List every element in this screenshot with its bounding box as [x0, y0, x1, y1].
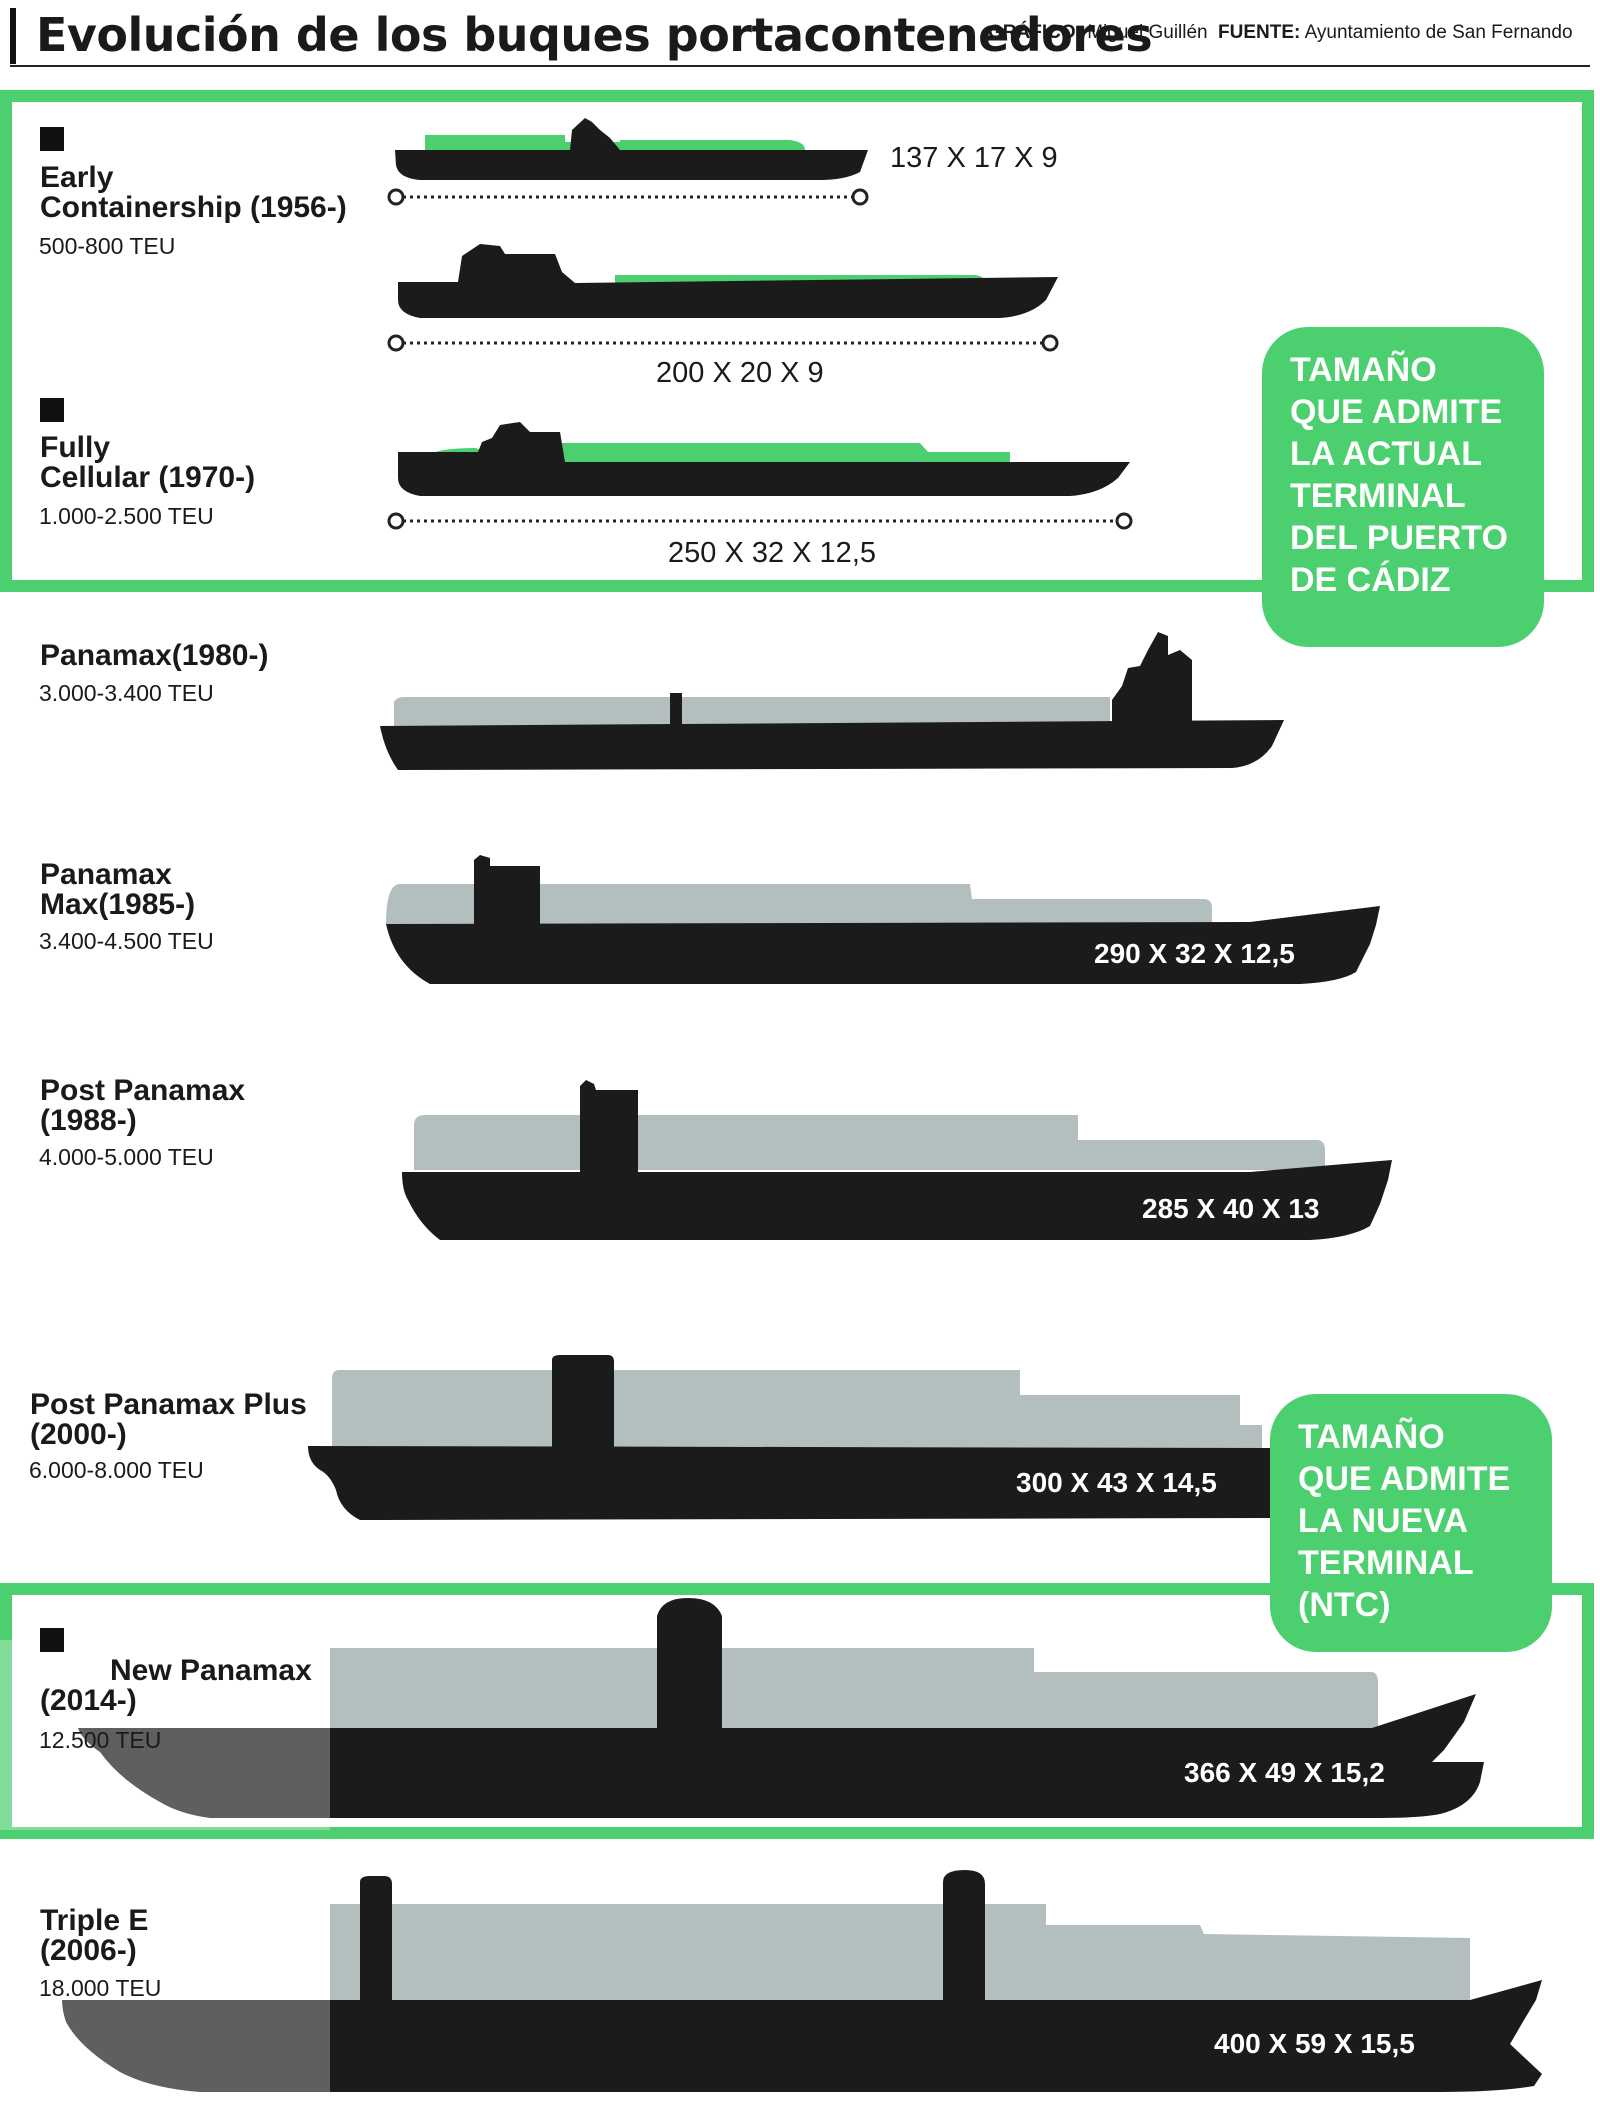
length-end-left: [387, 188, 405, 206]
ship-panamax: [380, 632, 1284, 770]
cargo: [332, 1370, 1262, 1450]
bridge-fwd: [943, 1870, 985, 2004]
ship-name-early: Early Containership (1956-): [40, 161, 347, 224]
mast: [670, 693, 682, 728]
length-end-left: [387, 512, 405, 530]
new-terminal-frame: [0, 1583, 1594, 1839]
ship-200m: [387, 244, 1059, 352]
bridge: [474, 855, 540, 924]
ship-panamax-max: [386, 855, 1380, 984]
hull: [308, 1446, 1278, 1520]
ship-new-panamax: [0, 1598, 1484, 1830]
ship-early-containership: [387, 118, 869, 206]
ship-post-panamax-plus: [308, 1355, 1278, 1520]
bullet-fully-cellular: [40, 398, 64, 422]
hull: [395, 118, 868, 180]
ship-name-post-panamax-plus: Post Panamax Plus (2000-): [30, 1388, 307, 1451]
ship-teu-post-panamax-plus: 6.000-8.000 TEU: [29, 1457, 204, 1483]
ship-name-triple-e: Triple E (2006-): [40, 1904, 149, 1967]
length-end-left: [387, 334, 405, 352]
dimension-new-panamax: 366 X 49 X 15,2: [1184, 1757, 1385, 1788]
ship-teu-new-panamax: 12.500 TEU: [39, 1727, 162, 1753]
bridge-aft: [360, 1876, 392, 2004]
callout-current-terminal: TAMAÑO QUE ADMITE LA ACTUAL TERMINAL DEL…: [1262, 327, 1544, 647]
ship-teu-panamax: 3.000-3.400 TEU: [39, 680, 214, 706]
ship-teu-early: 500-800 TEU: [39, 233, 176, 259]
ship-name-panamax: Panamax(1980-): [40, 639, 269, 672]
ship-teu-fully-cellular: 1.000-2.500 TEU: [39, 503, 214, 529]
ship-post-panamax: [402, 1080, 1392, 1240]
credit-grafico: GRÁFICO: Miguel Guillén: [988, 22, 1208, 44]
cargo: [394, 697, 1110, 726]
cargo: [425, 135, 805, 150]
hull: [62, 1980, 1542, 2092]
ship-fully-cellular: [387, 422, 1133, 530]
hull: [402, 1160, 1392, 1240]
ship-name-new-panamax: New Panamax (2014-): [40, 1654, 312, 1717]
bridge: [657, 1598, 722, 1730]
bridge: [1112, 632, 1192, 726]
length-end-right: [1115, 512, 1133, 530]
bridge: [552, 1355, 614, 1455]
length-end-right: [851, 188, 869, 206]
ship-teu-post-panamax: 4.000-5.000 TEU: [39, 1144, 214, 1170]
fade-overlay: [0, 1640, 330, 1830]
ship-name-post-panamax: Post Panamax (1988-): [40, 1074, 246, 1137]
cargo: [386, 884, 1212, 924]
current-terminal-frame: [0, 90, 1594, 592]
callout-new-terminal: TAMAÑO QUE ADMITE LA NUEVA TERMINAL (NTC…: [1270, 1394, 1552, 1652]
hull: [78, 1694, 1484, 1818]
hull: [380, 720, 1284, 770]
credit-fuente-label: FUENTE:: [1218, 22, 1301, 43]
cargo: [330, 1904, 1470, 2004]
cargo: [330, 1648, 1378, 1728]
header-rule: [10, 65, 1590, 67]
length-end-right: [1041, 334, 1059, 352]
page-title: Evolución de los buques portacontenedore…: [36, 8, 1153, 62]
hull: [398, 244, 1058, 318]
ship-name-panamax-max: Panamax Max(1985-): [40, 858, 196, 921]
bullet-new-panamax: [40, 1628, 64, 1652]
credit-fuente-value: Ayuntamiento de San Fernando: [1304, 22, 1573, 43]
credit-grafico-label: GRÁFICO:: [988, 22, 1082, 43]
dimension-post-panamax-plus: 300 X 43 X 14,5: [1016, 1467, 1217, 1498]
credit-fuente: FUENTE: Ayuntamiento de San Fernando: [1218, 22, 1573, 44]
ship-teu-triple-e: 18.000 TEU: [39, 1975, 162, 2001]
ship-teu-panamax-max: 3.400-4.500 TEU: [39, 928, 214, 954]
ship-name-fully-cellular: Fully Cellular (1970-): [40, 431, 256, 494]
bullet-early: [40, 127, 64, 151]
cargo: [560, 443, 1010, 462]
dimension-panamax-max: 290 X 32 X 12,5: [1094, 938, 1295, 969]
dimension-triple-e: 400 X 59 X 15,5: [1214, 2028, 1415, 2059]
bridge: [580, 1080, 638, 1178]
ship-triple-e: [0, 1870, 1542, 2100]
hull: [398, 422, 1130, 496]
dimension-200: 200 X 20 X 9: [656, 357, 824, 389]
dimension-fully-cellular: 250 X 32 X 12,5: [668, 537, 876, 569]
cargo: [414, 1115, 1325, 1170]
credit-grafico-value: Miguel Guillén: [1087, 22, 1208, 43]
dimension-early: 137 X 17 X 9: [890, 142, 1058, 174]
title-bar-accent: [10, 8, 16, 64]
dimension-post-panamax: 285 X 40 X 13: [1142, 1193, 1320, 1224]
hull: [386, 906, 1380, 984]
fade-overlay: [0, 1900, 330, 2100]
